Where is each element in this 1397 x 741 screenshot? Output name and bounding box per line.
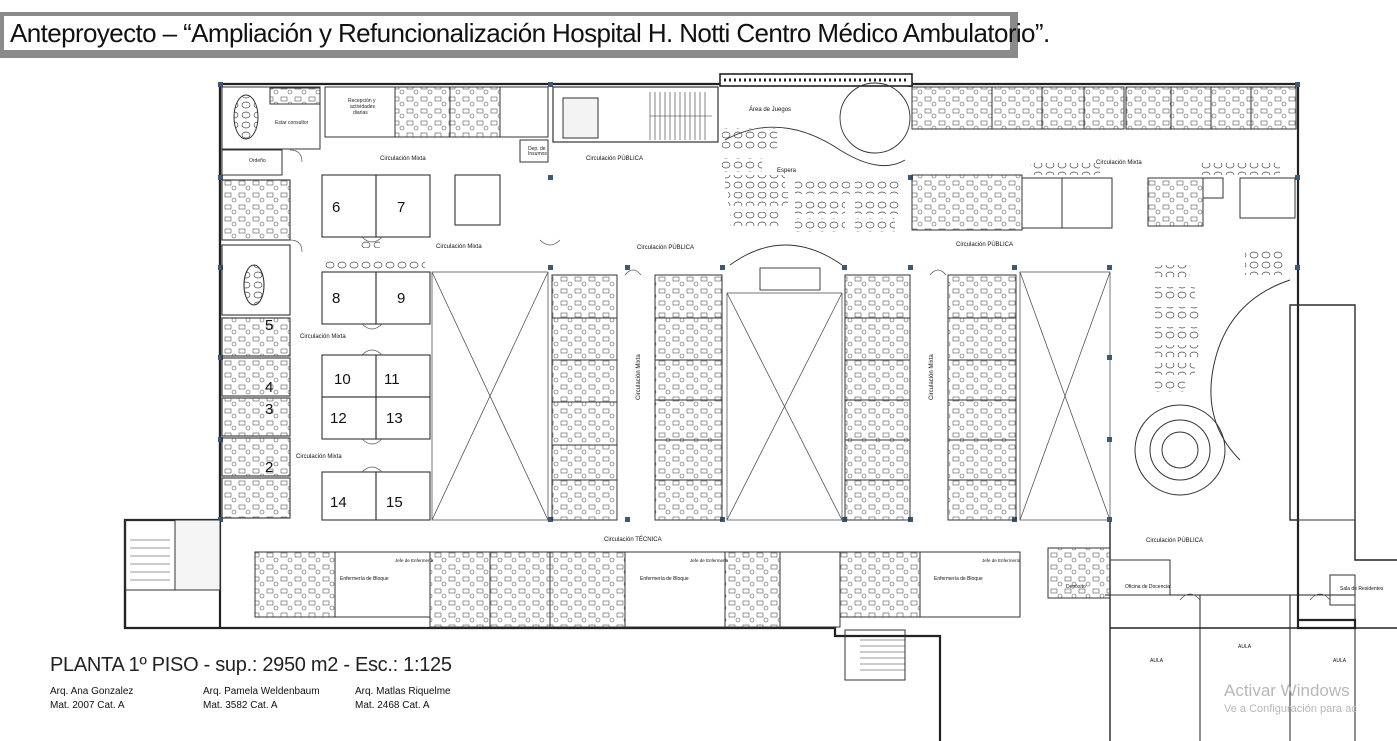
svg-text:6: 6: [332, 199, 340, 216]
architect-2-mat: Mat. 3582 Cat. A: [203, 700, 278, 711]
label-circ-mixta-1: Circulación Mixta: [380, 156, 426, 162]
svg-text:Recepción y: Recepción y: [348, 98, 376, 104]
svg-text:13: 13: [386, 410, 403, 427]
label-circ-mixta-4: Circulación Mixta: [296, 454, 342, 460]
title-frame: Anteproyecto – “Ampliación y Refuncional…: [0, 12, 1050, 58]
label-circ-mixta-v2: Circulación Mixta: [929, 354, 935, 400]
watermark-title: Activar Windows: [1224, 681, 1350, 700]
label-oficina-docencia: Oficina de Docencia: [1125, 584, 1170, 590]
svg-text:Dep. de: Dep. de: [528, 146, 546, 152]
svg-text:diarias: diarias: [353, 110, 368, 116]
svg-text:8: 8: [332, 290, 340, 307]
plan-caption: PLANTA 1º PISO - sup.: 2950 m2 - Esc.: 1…: [50, 654, 452, 676]
nw-offices: [221, 86, 549, 176]
svg-text:2: 2: [265, 459, 273, 476]
svg-text:11: 11: [384, 371, 400, 388]
architect-1-mat: Mat. 2007 Cat. A: [50, 700, 125, 711]
label-circ-mixta-3: Circulación Mixta: [300, 334, 346, 340]
label-circ-publica-2: Circulación PÚBLICA: [637, 244, 694, 251]
architect-1: Arq. Ana Gonzalez Mat. 2007 Cat. A: [50, 685, 133, 713]
nw-labels: Estar consultor Recepción y actividades …: [249, 98, 547, 164]
plan-labels: Área de Juegos Espera Circulación Mixta …: [296, 106, 1384, 664]
light-wells: [431, 271, 1111, 521]
svg-text:4: 4: [265, 379, 273, 396]
svg-text:10: 10: [334, 371, 351, 388]
label-jefe-enf-3: Jefe de Enfermería: [982, 558, 1021, 563]
svg-text:Estar consultor: Estar consultor: [275, 120, 309, 126]
label-deposito: Depósito: [1066, 584, 1086, 590]
label-circ-publica-1: Circulación PÚBLICA: [586, 155, 643, 162]
label-circ-tecnica: Circulación TÉCNICA: [604, 536, 662, 543]
architect-2: Arq. Pamela Weldenbaum Mat. 3582 Cat. A: [203, 685, 320, 713]
label-aula-3: AULA: [1333, 658, 1347, 664]
central-blocks: [551, 274, 1017, 521]
label-circ-mixta-2: Circulación Mixta: [436, 244, 482, 250]
facade-glazing: [719, 73, 913, 87]
south-wing: [124, 519, 1356, 628]
waiting-seats: [722, 128, 900, 232]
label-enfermeria-3: Enfermería de Bloque: [934, 576, 983, 582]
label-aula-2: AULA: [1238, 644, 1252, 650]
document-title: Anteproyecto – “Ampliación y Refuncional…: [4, 16, 1050, 50]
architect-3-mat: Mat. 2468 Cat. A: [355, 700, 430, 711]
svg-text:15: 15: [386, 494, 403, 511]
ne-waiting: [1030, 163, 1280, 175]
architect-3: Arq. Matlas Riquelme Mat. 2468 Cat. A: [355, 685, 451, 713]
label-jefe-enf-1: Jefe de Enfermería: [395, 558, 434, 563]
svg-text:9: 9: [397, 290, 405, 307]
west-waiting: [325, 240, 425, 270]
auditorium-seats: [1155, 250, 1285, 392]
svg-text:14: 14: [330, 494, 347, 511]
svg-text:actividades: actividades: [350, 104, 376, 110]
label-circ-publica-4: Circulación PÚBLICA: [1146, 537, 1203, 544]
svg-text:Ordeño: Ordeño: [249, 158, 266, 164]
svg-text:Insumos: Insumos: [528, 151, 547, 157]
label-jefe-enf-2: Jefe de Enfermería: [690, 558, 729, 563]
label-circ-mixta-5: Circulación Mixta: [1096, 160, 1142, 166]
west-consult-rooms: [221, 174, 501, 521]
label-aula-1: AULA: [1150, 658, 1164, 664]
label-area-juegos: Área de Juegos: [749, 106, 791, 113]
architect-3-name: Arq. Matlas Riquelme: [355, 686, 451, 697]
south-stair: [844, 629, 906, 681]
auditorium: [1134, 279, 1356, 521]
label-enfermeria-1: Enfermería de Bloque: [340, 576, 389, 582]
svg-text:3: 3: [265, 401, 273, 418]
watermark-subtitle: Ve a Configuración para ac: [1224, 703, 1357, 715]
architect-1-name: Arq. Ana Gonzalez: [50, 686, 134, 697]
label-enfermeria-2: Enfermería de Bloque: [640, 576, 689, 582]
svg-text:7: 7: [397, 199, 405, 216]
svg-text:5: 5: [265, 317, 273, 334]
label-circ-publica-3: Circulación PÚBLICA: [956, 241, 1013, 248]
door-swings: [289, 149, 1331, 601]
svg-text:12: 12: [330, 410, 347, 427]
windows-activation-watermark: Activar Windows Ve a Configuración para …: [1224, 681, 1357, 715]
architect-2-name: Arq. Pamela Weldenbaum: [203, 686, 320, 697]
staircase-north: [552, 86, 719, 143]
ne-offices: [911, 86, 1297, 231]
west-room-numbers: 6 7 8 9 10 11 12 13 14 15 5 4 3 2: [265, 199, 405, 511]
label-sala-residentes: Sala de Residentes: [1340, 586, 1384, 592]
label-circ-mixta-v1: Circulación Mixta: [636, 354, 642, 400]
label-espera: Espera: [777, 168, 797, 174]
